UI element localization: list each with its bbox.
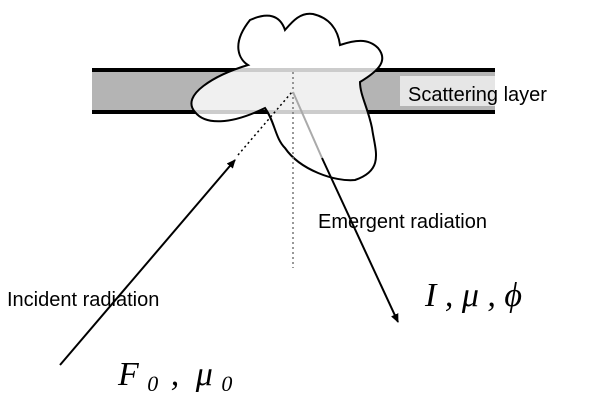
incident-mu-subscript: 0 — [221, 371, 232, 396]
scattering-layer-label: Scattering layer — [408, 84, 547, 106]
incident-arrow — [59, 91, 293, 366]
emergent-radiation-label: Emergent radiation — [318, 211, 487, 233]
emergent-arrow — [292, 91, 399, 323]
layer-light-band — [400, 76, 495, 106]
incident-F: F — [117, 356, 140, 393]
emergent-arrow-shaft — [321, 157, 399, 323]
incident-separator: , — [171, 356, 180, 393]
incident-mu: μ — [195, 356, 213, 393]
incident-radiation-label: Incident radiation — [7, 289, 159, 311]
incident-arrow-shaft — [59, 159, 236, 366]
emergent-arrow-inner — [292, 91, 323, 159]
emergent-symbols: I , μ , ϕ — [424, 277, 522, 314]
incident-symbols: F 0 , μ 0 — [117, 356, 232, 399]
incident-F-subscript: 0 — [147, 371, 158, 396]
incident-arrow-dotted — [237, 91, 293, 156]
